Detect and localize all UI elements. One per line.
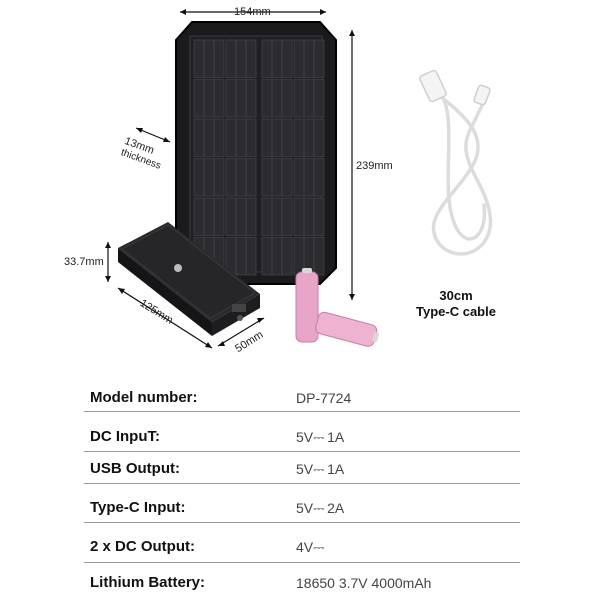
spec-label-dc-input: DC InpuT: (90, 428, 160, 445)
box-height-label: 33.7mm (64, 256, 104, 268)
solar-cell (193, 118, 225, 157)
power-button-icon (174, 264, 182, 272)
solar-cell (293, 118, 325, 157)
spec-value-usb-output: 5V⎓ 1A (296, 461, 345, 477)
spec-divider (84, 562, 520, 563)
spec-value-dc-output: 4V⎓ (296, 539, 325, 555)
cable-type-label: Type-C cable (416, 304, 496, 319)
spec-value-dc-input: 5V⎓ 1A (296, 429, 345, 445)
usb-port (232, 304, 246, 312)
battery-box (118, 222, 260, 336)
cable-length-label: 30cm (439, 288, 473, 303)
solar-cell (225, 237, 257, 276)
solar-cell (293, 79, 325, 118)
solar-cell (193, 197, 225, 236)
solar-cell (293, 158, 325, 197)
dc-port (237, 315, 243, 321)
spec-value-battery: 18650 3.7V 4000mAh (296, 575, 432, 591)
panel-width-label: 154mm (234, 6, 271, 18)
solar-cell (225, 39, 257, 78)
solar-cell (225, 79, 257, 118)
usb-c-plug-icon (473, 84, 491, 106)
solar-cell (193, 39, 225, 78)
spec-label-usb-output: USB Output: (90, 460, 180, 477)
solar-cell (225, 158, 257, 197)
solar-cell (193, 158, 225, 197)
type-c-cable (419, 69, 493, 256)
spec-value-typec-input: 5V⎓ 2A (296, 500, 345, 516)
solar-cell (261, 39, 293, 78)
solar-cell (261, 118, 293, 157)
spec-label-typec-input: Type-C Input: (90, 499, 186, 516)
battery-18650-lying (315, 311, 378, 347)
solar-cell (261, 237, 293, 276)
product-illustration (105, 9, 493, 349)
spec-label-model: Model number: (90, 389, 198, 406)
solar-cell (293, 39, 325, 78)
spec-divider (84, 451, 520, 452)
solar-cell (225, 118, 257, 157)
solar-cell (261, 79, 293, 118)
solar-cell (193, 79, 225, 118)
battery-18650-upright (295, 271, 319, 343)
panel-height-label: 239mm (356, 160, 393, 172)
dimension-lines (105, 9, 355, 349)
solar-cell (293, 197, 325, 236)
spec-divider (84, 483, 520, 484)
solar-cell (225, 197, 257, 236)
spec-divider (84, 522, 520, 523)
solar-cell (261, 197, 293, 236)
spec-label-battery: Lithium Battery: (90, 574, 206, 591)
spec-value-model: DP-7724 (296, 390, 352, 406)
usb-a-plug-icon (419, 69, 447, 103)
spec-label-dc-output: 2 x DC Output: (90, 538, 195, 555)
spec-divider (84, 411, 520, 412)
battery-cells (295, 268, 379, 347)
solar-cell (261, 158, 293, 197)
